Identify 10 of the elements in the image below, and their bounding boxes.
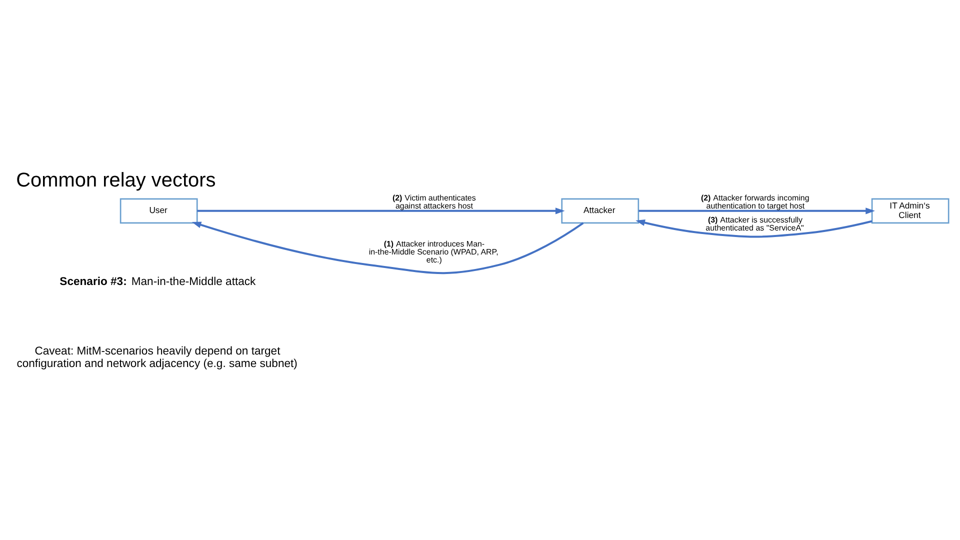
node-box: Attacker	[561, 198, 640, 224]
label: Scenario #3: Man-in-the-Middle attack	[60, 275, 256, 288]
arrow	[636, 219, 872, 238]
node-box: IT Admin‘s Client	[871, 198, 950, 224]
label: Caveat: MitM-scenarios heavily depend on target configuration and network adjacency (e.g. same subnet)	[16, 344, 298, 370]
arrow	[638, 207, 875, 214]
node-box: User	[120, 198, 198, 224]
arrow	[192, 221, 584, 274]
diagram-title: Common relay vectors	[16, 168, 216, 191]
arrow	[197, 207, 565, 214]
